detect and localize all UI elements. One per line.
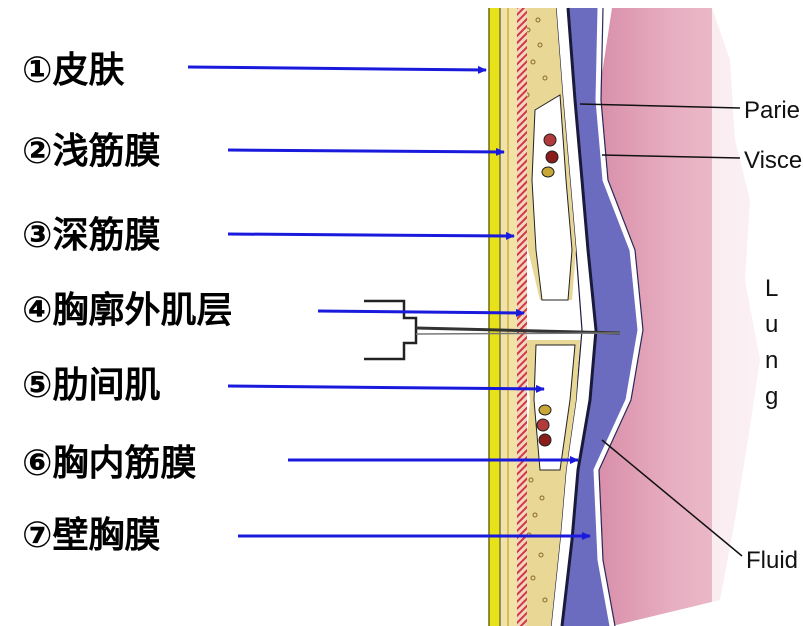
lung-letter-4: g: [765, 383, 778, 410]
parietal-label: Parie: [744, 97, 800, 124]
arrow-intercostal-muscle: [227, 384, 545, 393]
layer-label-deep-fascia: ③深筋膜: [22, 215, 160, 256]
arrow-skin: [187, 65, 487, 74]
intercostal-vessels-lower: [536, 404, 552, 447]
intercostal-space-upper: [531, 94, 573, 301]
visceral-pointer-line: [601, 154, 741, 159]
fat-speckles: [524, 17, 548, 603]
parietal-pointer-line: [579, 103, 741, 109]
external-muscle-layer: [517, 8, 527, 626]
layer-label-parietal-pleura: ⑦壁胸膜: [22, 515, 160, 556]
lung-letter-1: L: [765, 275, 778, 302]
arrow-deep-fascia: [227, 231, 515, 240]
lung-fade: [712, 0, 803, 626]
layer-label-superficial-fascia: ②浅筋膜: [22, 131, 160, 172]
layer-label-intercostal-muscle: ⑤肋间肌: [22, 365, 160, 406]
anatomy-illustration: [364, 0, 803, 626]
fluid-pointer-line: [601, 439, 743, 557]
skin-layer: [489, 8, 500, 626]
arrow-superficial-fascia: [227, 147, 505, 156]
right-labels: Parie Visce Fluid L u n g: [744, 97, 802, 574]
layer-label-skin: ①皮肤: [22, 50, 124, 91]
lung-letter-2: u: [765, 311, 778, 338]
visceral-pleura: [593, 7, 643, 626]
parietal-pleura: [560, 7, 598, 626]
layer-labels: ①皮肤 ②浅筋膜 ③深筋膜 ④胸廓外肌层 ⑤肋间肌 ⑥胸内筋膜 ⑦壁胸膜: [22, 50, 232, 556]
layer-arrows: [187, 65, 591, 540]
visceral-label: Visce: [744, 147, 802, 174]
needle-syringe-icon: [364, 299, 621, 361]
intercostal-vessels-upper: [541, 133, 559, 178]
layer-label-endothoracic-fascia: ⑥胸内筋膜: [22, 443, 196, 484]
visceral-pleura-outline: [598, 7, 644, 626]
endothoracic-fascia-line: [553, 7, 589, 626]
fluid-label: Fluid: [746, 547, 798, 574]
lung-letter-3: n: [765, 347, 778, 374]
arrow-external-muscle: [317, 308, 525, 317]
layer-label-external-muscle: ④胸廓外肌层: [22, 290, 232, 331]
